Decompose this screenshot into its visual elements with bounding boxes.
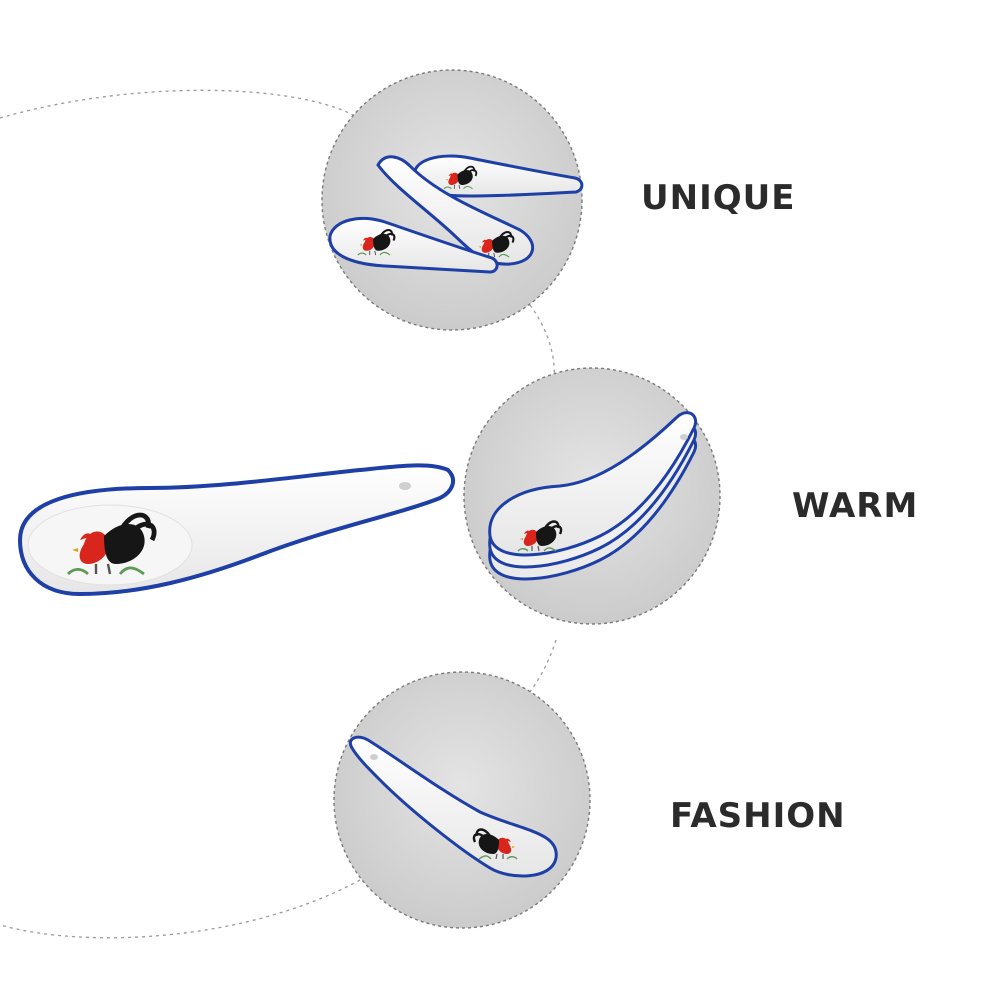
- main-spoon-image: [17, 463, 456, 597]
- feature-label-warm: WARM: [792, 486, 919, 526]
- feature-circle-unique: [321, 69, 584, 331]
- feature-label-fashion: FASHION: [670, 796, 846, 836]
- feature-circle-fashion: [333, 671, 591, 929]
- feature-label-unique: UNIQUE: [641, 178, 796, 218]
- feature-circle-warm: [463, 367, 721, 625]
